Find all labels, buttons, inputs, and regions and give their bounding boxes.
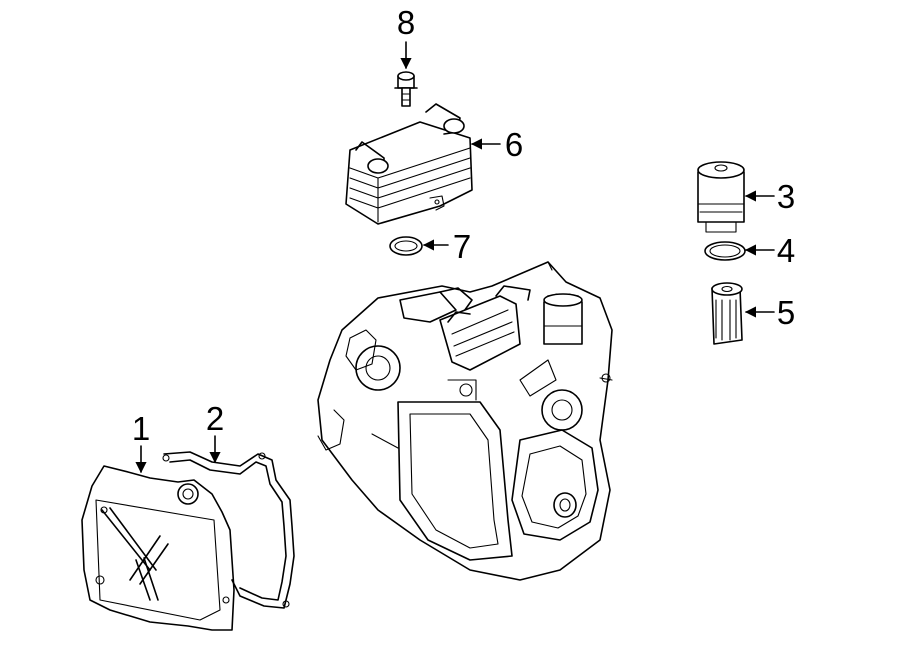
oil-cooler-part-6: [345, 103, 473, 225]
callout-labels: 1 2 3 4 5 6 7 8: [132, 4, 795, 447]
callout-6: 6: [505, 126, 523, 163]
callout-8: 8: [397, 4, 415, 41]
bolt-part-8: [394, 71, 418, 107]
callout-2: 2: [206, 400, 224, 437]
o-ring-part-4: [704, 241, 746, 261]
callout-5: 5: [777, 294, 795, 331]
transmission-housing: [317, 261, 613, 581]
leader-arrows: [135, 41, 775, 474]
pan-gasket-part-2: [162, 451, 295, 609]
callout-4: 4: [777, 232, 795, 269]
seal-ring-part-7: [389, 236, 423, 256]
filter-cap-part-3: [697, 161, 745, 233]
callout-3: 3: [777, 178, 795, 215]
filter-element-part-5: [711, 282, 743, 345]
callout-7: 7: [453, 228, 471, 265]
callout-1: 1: [132, 410, 150, 447]
oil-pan-part-1: [81, 465, 235, 631]
